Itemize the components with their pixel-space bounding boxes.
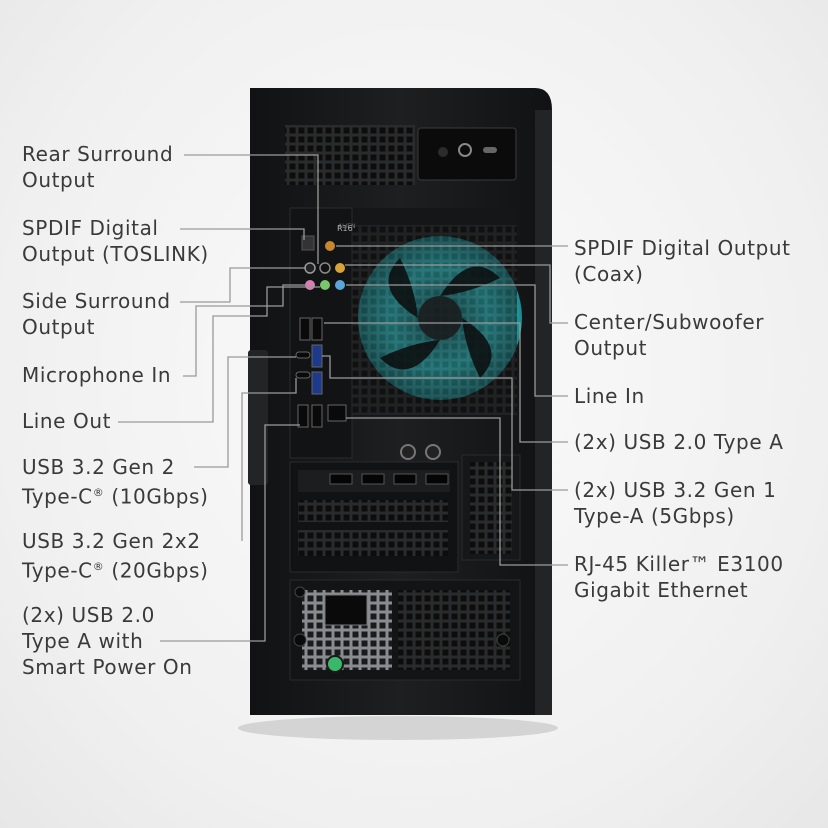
leader-line-out [118,286,320,423]
leader-microphone [183,284,305,377]
label-line: Center/Subwoofer [574,310,765,334]
label-line-in: Line In [574,383,645,409]
label-line: Type-A (5Gbps) [574,504,735,528]
label-line: Output [574,336,648,360]
leader-usbc-20g [241,378,297,541]
label-line: (2x) USB 2.0 Type A [574,430,784,454]
registered-mark: ® [92,486,105,499]
label-line: (2x) USB 3.2 Gen 1 [574,478,777,502]
label-rear-surround-output: Rear Surround Output [22,141,173,193]
label-line: USB 3.2 Gen 2 [22,455,175,479]
label-line-out: Line Out [22,408,111,434]
label-center-subwoofer: Center/Subwoofer Output [574,309,764,361]
label-line: Line Out [22,409,112,433]
label-line: (2x) USB 2.0 [22,603,155,627]
leader-usb32-gen1 [322,355,568,491]
label-line: Side Surround [22,289,171,313]
leader-center-sub [345,264,568,324]
leader-line-in [346,284,568,397]
power-led [326,655,344,673]
label-usb-gen2x2-typec: USB 3.2 Gen 2x2 Type-C® (20Gbps) [22,528,208,584]
label-line: Smart Power On [22,655,193,679]
label-line: Output [22,168,96,192]
label-line: Type A with [22,629,144,653]
leader-usb2-smart [160,424,300,642]
fan-blades [380,258,500,378]
label-line: SPDIF Digital Output [574,236,791,260]
leader-usbc-10g [194,356,296,468]
label-usb20-type-a: (2x) USB 2.0 Type A [574,429,783,455]
label-microphone-in: Microphone In [22,362,171,388]
leader-rear-surround [184,154,319,264]
label-part: Type-C [22,484,93,509]
label-part: (10Gbps) [111,484,209,509]
label-line: Rear Surround [22,142,174,166]
usb2-port [311,317,323,341]
label-usb20-smart-power: (2x) USB 2.0 Type A with Smart Power On [22,602,193,680]
rj45-port [327,404,347,422]
label-side-surround-output: Side Surround Output [22,288,171,340]
label-line: Microphone In [22,363,172,387]
label-line: Type-C® (10Gbps) [22,480,208,510]
usbc-10g-port [295,351,311,359]
label-line: SPDIF Digital [22,216,159,240]
model-badge: R16 [337,224,353,233]
side-surround-jack [319,262,331,274]
label-line: Line In [574,384,645,408]
registered-mark: ® [92,560,105,573]
label-usb-gen2-typec: USB 3.2 Gen 2 Type-C® (10Gbps) [22,454,208,510]
top-bracket [417,127,517,181]
label-part: Type-C [22,558,93,583]
usb2-smart-port [311,404,323,428]
leader-rj45 [346,417,568,566]
label-line: Gigabit Ethernet [574,578,749,602]
line-out-jack [320,280,330,290]
line-in-jack [335,280,345,290]
label-line: Output [22,315,96,339]
coax-jack [325,241,335,251]
label-line: Type-C® (20Gbps) [22,554,208,584]
center-sub-jack [335,263,345,273]
label-line: Output (TOSLINK) [22,242,209,266]
label-rj45-ethernet: RJ-45 Killer™ E3100 Gigabit Ethernet [574,551,784,603]
label-line: USB 3.2 Gen 2x2 [22,529,201,553]
toslink-port [301,235,315,251]
usbc-20g-port [295,371,311,379]
usb32-port [311,371,323,395]
label-line: RJ-45 Killer™ E3100 [574,552,784,576]
power-socket [324,594,368,626]
label-spdif-toslink: SPDIF Digital Output (TOSLINK) [22,215,209,267]
io-label-small: ALIEN [338,223,356,230]
label-part: (20Gbps) [111,558,209,583]
label-line: (Coax) [574,262,644,286]
label-usb32-gen1: (2x) USB 3.2 Gen 1 Type-A (5Gbps) [574,477,776,529]
leader-toslink [180,228,305,240]
leader-usb20 [324,322,568,443]
usb2-port [299,317,311,341]
usb2-smart-port [297,404,309,428]
label-spdif-coax: SPDIF Digital Output (Coax) [574,235,791,287]
